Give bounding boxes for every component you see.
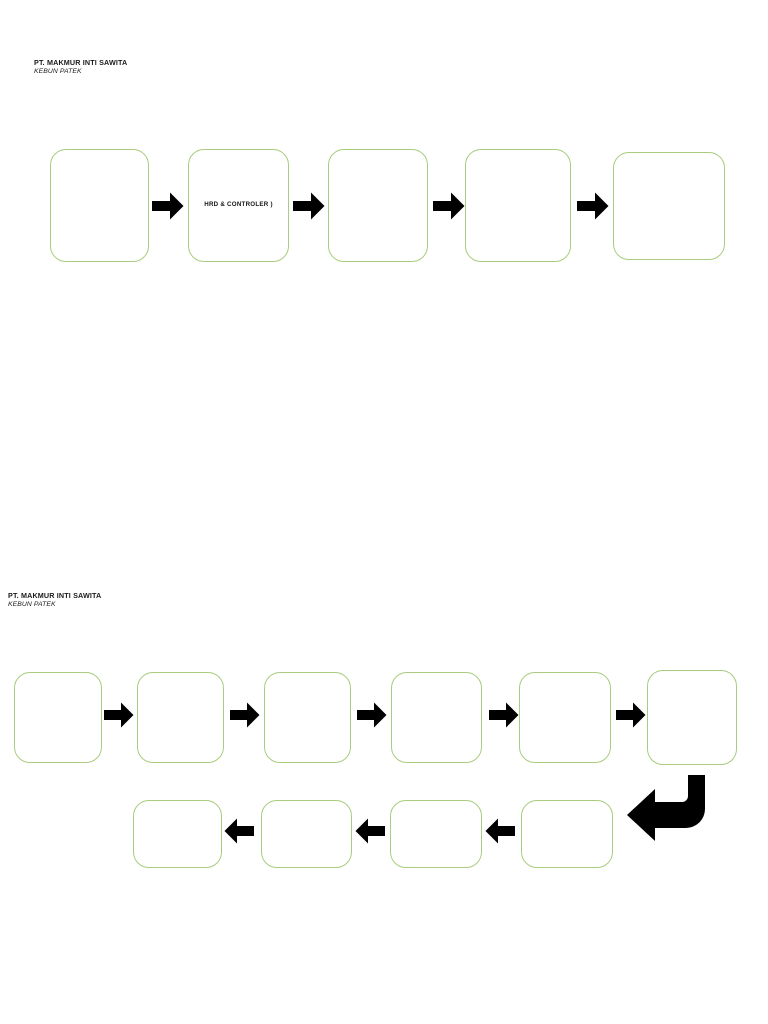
flow-box[interactable]: [50, 149, 149, 262]
flow-box[interactable]: [137, 672, 224, 763]
arrow-right-icon: [433, 192, 465, 220]
flow-box[interactable]: HRD & CONTROLER ): [188, 149, 289, 262]
arrow-left-icon: [224, 818, 254, 844]
flow-box[interactable]: [14, 672, 102, 763]
arrow-right-icon: [616, 702, 646, 728]
flow-box[interactable]: [133, 800, 222, 868]
flow-box[interactable]: [521, 800, 613, 868]
estate-name: KEBUN PATEK: [34, 68, 82, 75]
flow-box[interactable]: [328, 149, 428, 262]
arrow-left-icon: [355, 818, 385, 844]
document-header-2: PT. MAKMUR INTI SAWITA KEBUN PATEK: [8, 591, 101, 609]
company-name: PT. MAKMUR INTI SAWITA: [8, 591, 102, 600]
flow-box[interactable]: [519, 672, 611, 763]
flow-box[interactable]: [264, 672, 351, 763]
flow-box[interactable]: [613, 152, 725, 260]
estate-name: KEBUN PATEK: [8, 601, 56, 608]
flow-box[interactable]: [465, 149, 571, 262]
arrow-right-icon: [152, 192, 184, 220]
arrow-right-icon: [230, 702, 260, 728]
flow-box[interactable]: [261, 800, 352, 868]
flow-box[interactable]: [391, 672, 482, 763]
document-header-1: PT. MAKMUR INTI SAWITA KEBUN PATEK: [34, 58, 127, 76]
flow-box[interactable]: [647, 670, 737, 765]
arrow-left-icon: [485, 818, 515, 844]
arrow-right-icon: [104, 702, 134, 728]
arrow-right-icon: [293, 192, 325, 220]
elbow-arrow-down-left-icon: [626, 775, 706, 843]
flow-box[interactable]: [390, 800, 482, 868]
arrow-right-icon: [489, 702, 519, 728]
flow-box-label: HRD & CONTROLER ): [204, 201, 273, 209]
arrow-right-icon: [577, 192, 609, 220]
arrow-right-icon: [357, 702, 387, 728]
company-name: PT. MAKMUR INTI SAWITA: [34, 58, 128, 67]
